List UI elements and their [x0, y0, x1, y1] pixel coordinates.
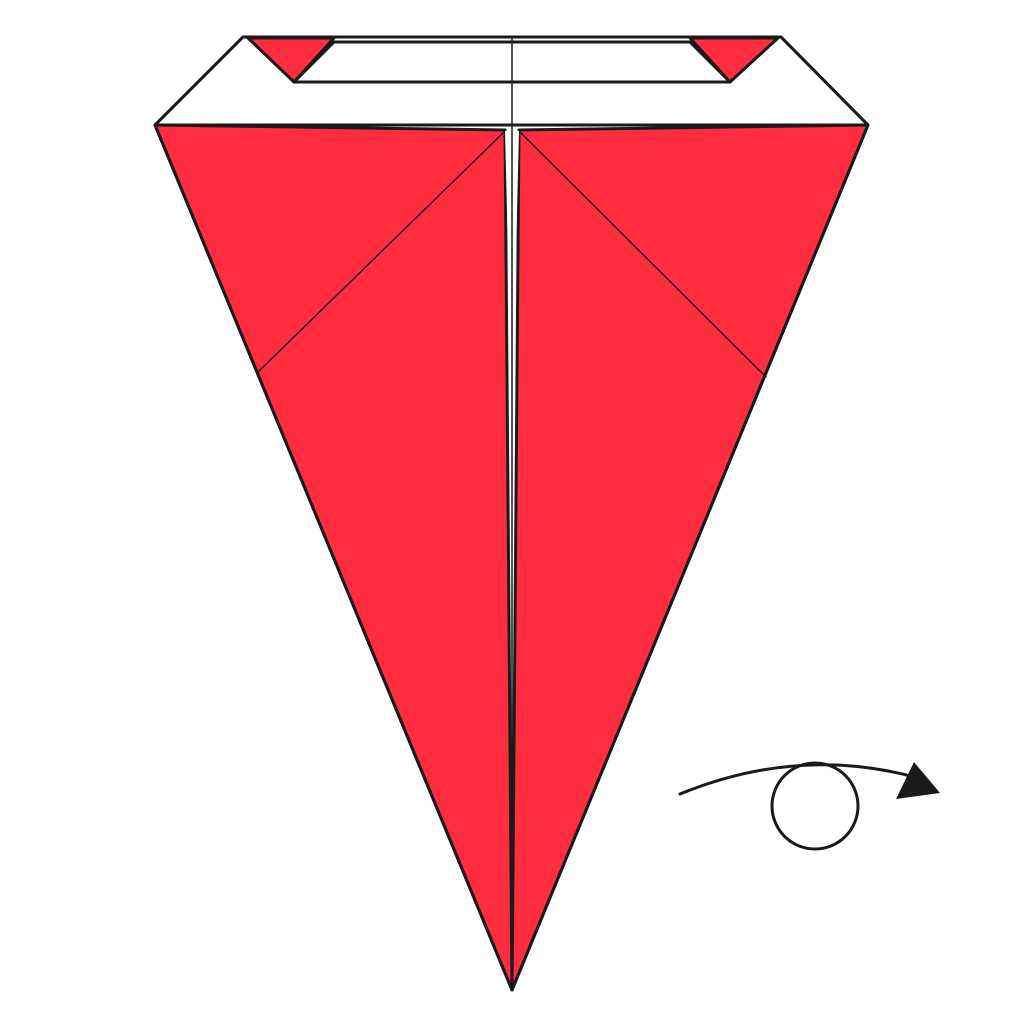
turn-over-icon: [678, 761, 940, 851]
turn-over-arrow-curve: [678, 763, 920, 796]
left-diagonal-crease: [257, 132, 504, 373]
turn-over-circle: [770, 761, 860, 851]
right-diagonal-crease: [520, 132, 767, 378]
outer-outline: [153, 35, 870, 992]
turn-over-arrowhead: [896, 762, 940, 799]
